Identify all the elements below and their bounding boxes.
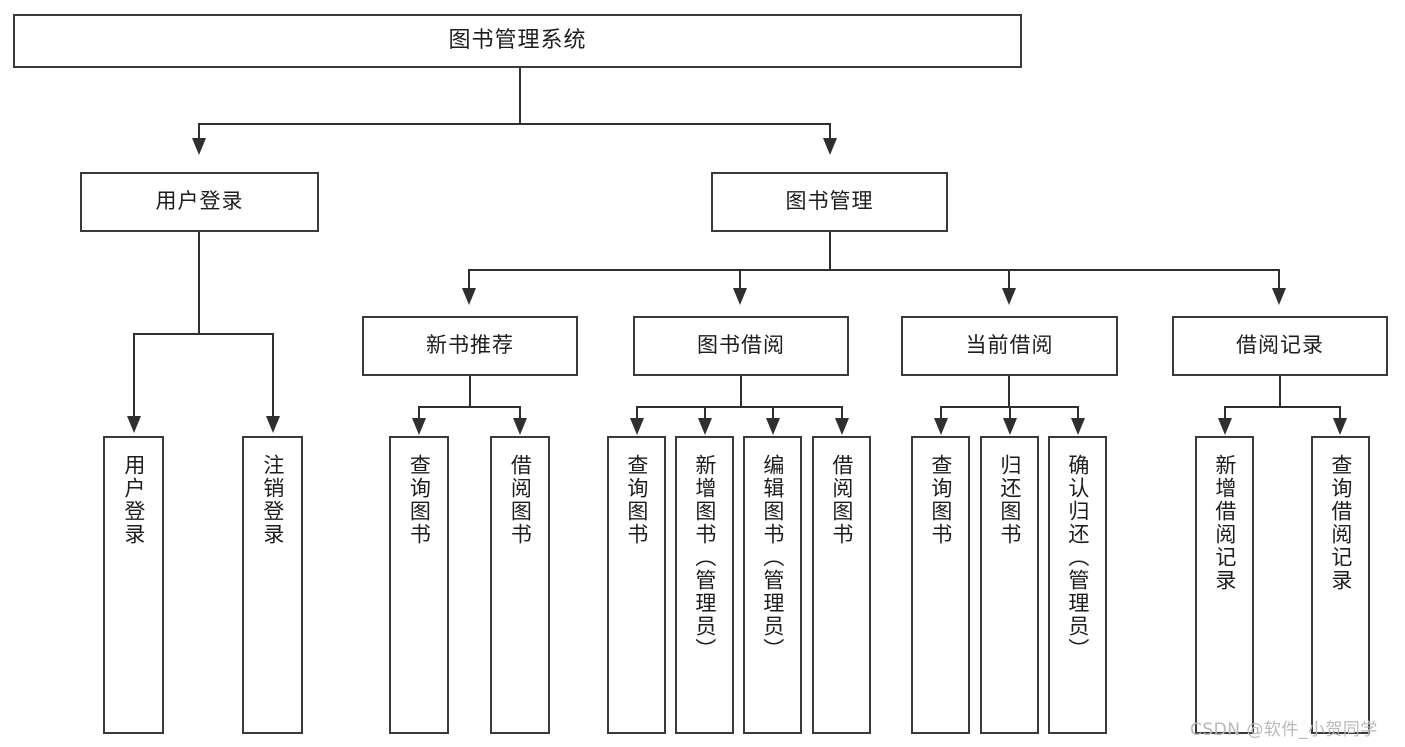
leaf-label: 查询图书 — [928, 454, 953, 546]
node-current-borrow[interactable]: 当前借阅 — [901, 316, 1118, 376]
connector-level3-drop-4 — [1278, 269, 1280, 291]
leaf-label: 借阅图书 — [508, 454, 533, 546]
connector-current-borrow-drop-1 — [940, 406, 942, 420]
node-user-login[interactable]: 用户登录 — [80, 172, 319, 232]
connector-root-drop-left — [198, 123, 200, 141]
leaf-label: 借阅图书 — [829, 454, 854, 546]
arrow-to-leaf-new-book-2 — [513, 418, 527, 435]
arrow-to-leaf-book-borrow-3 — [766, 418, 780, 435]
leaf-label: 查询借阅记录 — [1328, 454, 1353, 592]
arrow-to-leaf-borrow-record-2 — [1333, 418, 1347, 435]
arrow-to-user-login — [192, 138, 206, 155]
node-new-book-recommend[interactable]: 新书推荐 — [362, 316, 578, 376]
connector-borrow-record-drop-1 — [1224, 406, 1226, 420]
connector-user-login-bus — [133, 333, 274, 335]
node-label: 当前借阅 — [965, 333, 1054, 358]
arrow-to-leaf-current-borrow-1 — [934, 418, 948, 435]
connector-root-drop-right — [829, 123, 831, 141]
leaf-label: 新增图书（管理员） — [692, 454, 717, 661]
connector-book-borrow-drop-2 — [704, 406, 706, 420]
arrow-to-leaf-borrow-record-1 — [1218, 418, 1232, 435]
arrow-to-borrow-record — [1272, 288, 1286, 305]
arrow-to-leaf-book-borrow-4 — [835, 418, 849, 435]
leaf-borrow-record-add[interactable]: 新增借阅记录 — [1195, 436, 1254, 734]
connector-user-login-stem — [198, 232, 200, 334]
leaf-book-borrow-edit[interactable]: 编辑图书（管理员） — [743, 436, 802, 734]
arrow-to-leaf-new-book-1 — [412, 418, 426, 435]
leaf-label: 注销登录 — [260, 454, 285, 546]
connector-level3-drop-2 — [739, 269, 741, 291]
leaf-label: 新增借阅记录 — [1212, 454, 1237, 592]
arrow-to-leaf-current-borrow-2 — [1003, 418, 1017, 435]
connector-root-bus — [198, 123, 831, 125]
connector-current-borrow-stem — [1008, 376, 1010, 408]
arrow-to-leaf-book-borrow-2 — [698, 418, 712, 435]
connector-new-book-bus — [418, 406, 521, 408]
leaf-label: 确认归还（管理员） — [1065, 454, 1090, 661]
connector-level3-drop-1 — [468, 269, 470, 291]
node-label: 图书借阅 — [697, 333, 785, 358]
connector-book-borrow-drop-3 — [772, 406, 774, 420]
connector-level3-bus — [468, 269, 1280, 271]
connector-root-stem — [519, 68, 521, 124]
leaf-user-login-logout[interactable]: 注销登录 — [242, 436, 303, 734]
connector-new-book-stem — [469, 376, 471, 408]
leaf-current-borrow-return[interactable]: 归还图书 — [980, 436, 1039, 734]
arrow-to-book-manage — [823, 138, 837, 155]
leaf-new-book-query[interactable]: 查询图书 — [389, 436, 449, 734]
csdn-watermark: CSDN @软件_小贺同学 — [1190, 720, 1378, 740]
leaf-book-borrow-query[interactable]: 查询图书 — [607, 436, 666, 734]
leaf-label: 归还图书 — [997, 454, 1022, 546]
arrow-to-current-borrow — [1002, 288, 1016, 305]
leaf-label: 用户登录 — [121, 454, 146, 546]
leaf-current-borrow-query[interactable]: 查询图书 — [911, 436, 970, 734]
connector-book-borrow-stem — [740, 376, 742, 408]
connector-level3-drop-3 — [1008, 269, 1010, 291]
node-borrow-record[interactable]: 借阅记录 — [1172, 316, 1388, 376]
connector-borrow-record-bus — [1224, 406, 1341, 408]
leaf-label: 查询图书 — [624, 454, 649, 546]
node-label: 新书推荐 — [426, 333, 514, 358]
arrow-to-leaf-user-login-2 — [266, 416, 280, 433]
connector-current-borrow-drop-2 — [1009, 406, 1011, 420]
arrow-to-leaf-current-borrow-3 — [1071, 418, 1085, 435]
connector-new-book-drop-1 — [418, 406, 420, 420]
connector-book-borrow-drop-1 — [636, 406, 638, 420]
connector-user-login-drop-2 — [272, 333, 274, 418]
connector-borrow-record-drop-2 — [1339, 406, 1341, 420]
node-book-manage[interactable]: 图书管理 — [711, 172, 948, 232]
node-label: 借阅记录 — [1236, 333, 1324, 358]
node-root-system[interactable]: 图书管理系统 — [13, 14, 1022, 68]
connector-book-manage-stem — [829, 232, 831, 270]
connector-borrow-record-stem — [1279, 376, 1281, 408]
arrow-to-leaf-book-borrow-1 — [630, 418, 644, 435]
leaf-new-book-borrow[interactable]: 借阅图书 — [490, 436, 550, 734]
leaf-book-borrow-borrow[interactable]: 借阅图书 — [812, 436, 871, 734]
arrow-to-new-book — [462, 288, 476, 305]
node-label: 图书管理系统 — [448, 27, 587, 53]
leaf-label: 查询图书 — [407, 454, 432, 546]
node-label: 用户登录 — [155, 189, 244, 214]
leaf-user-login-login[interactable]: 用户登录 — [103, 436, 164, 734]
leaf-current-borrow-confirm[interactable]: 确认归还（管理员） — [1048, 436, 1107, 734]
leaf-label: 编辑图书（管理员） — [760, 454, 785, 661]
connector-new-book-drop-2 — [519, 406, 521, 420]
node-label: 图书管理 — [785, 189, 874, 214]
node-book-borrow[interactable]: 图书借阅 — [633, 316, 849, 376]
arrow-to-leaf-user-login-1 — [127, 416, 141, 433]
connector-user-login-drop-1 — [133, 333, 135, 418]
connector-current-borrow-drop-3 — [1077, 406, 1079, 420]
arrow-to-book-borrow — [733, 288, 747, 305]
leaf-borrow-record-query[interactable]: 查询借阅记录 — [1311, 436, 1370, 734]
leaf-book-borrow-add[interactable]: 新增图书（管理员） — [675, 436, 734, 734]
connector-book-borrow-drop-4 — [841, 406, 843, 420]
connector-book-borrow-bus — [636, 406, 843, 408]
